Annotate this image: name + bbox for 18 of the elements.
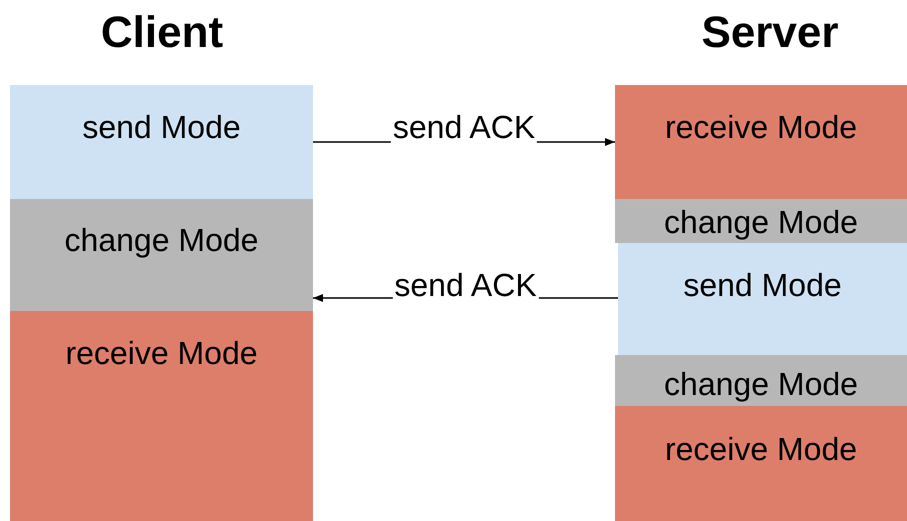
mode-block [10,199,313,311]
mode-label: send Mode [682,267,843,303]
mode-label: receive Mode [664,431,858,467]
mode-block [615,199,907,243]
column-heading: Server [702,8,838,58]
mode-label: send Mode [81,109,242,145]
mode-block [10,311,313,521]
mode-label: receive Mode [64,335,259,371]
mode-label: change Mode [663,204,859,240]
mode-label: change Mode [663,366,859,402]
mode-label: receive Mode [664,109,858,145]
mode-block [615,355,907,406]
mode-block [10,85,313,199]
mode-label: change Mode [64,222,260,258]
column-heading: Client [100,8,224,58]
mode-block [615,85,907,199]
mode-block [618,243,907,355]
mode-block [615,406,907,521]
